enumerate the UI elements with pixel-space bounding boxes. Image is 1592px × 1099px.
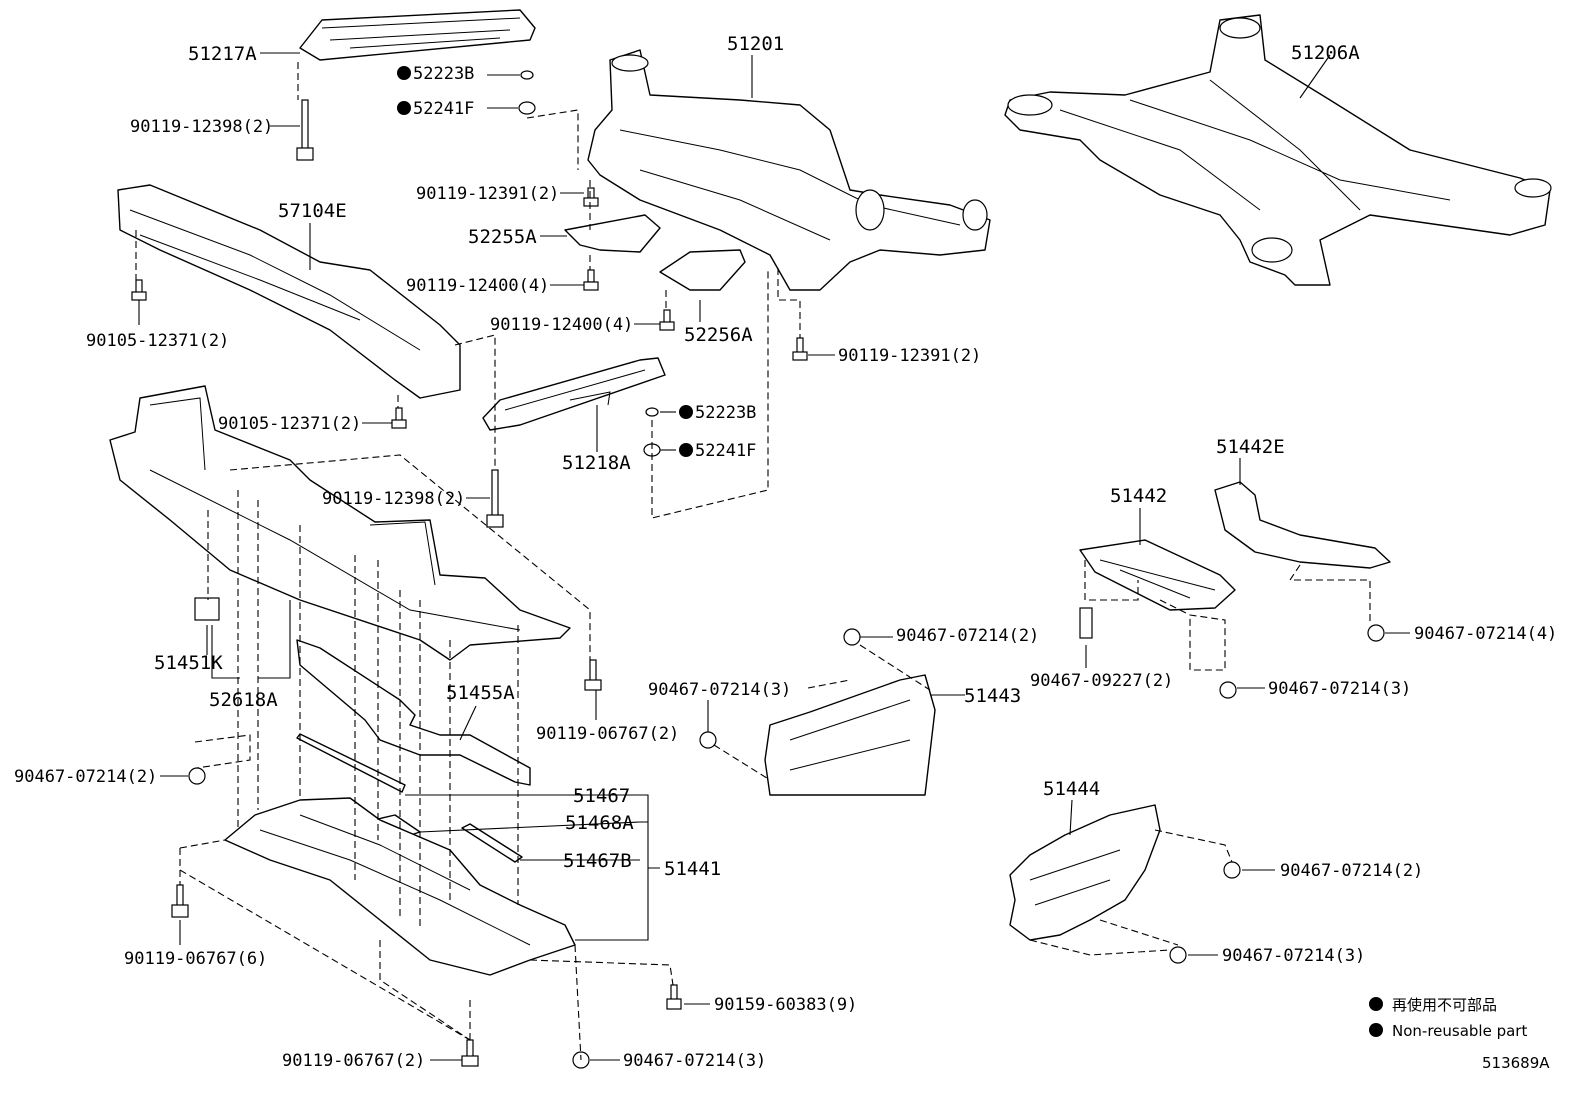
label-90467-07214-3b: 90467-07214(3) — [1268, 679, 1411, 699]
label-52241F-top: 52241F — [413, 99, 474, 119]
label-90119-06767-2b: 90119-06767(2) — [282, 1051, 425, 1071]
label-51444: 51444 — [1043, 778, 1100, 800]
label-51442: 51442 — [1110, 485, 1167, 507]
part-51444-cover — [1009, 804, 1161, 941]
part-51441-lower-cover — [224, 797, 576, 976]
non-reusable-dot — [679, 443, 693, 457]
label-51451K: 51451K — [154, 652, 223, 674]
label-51206A: 51206A — [1291, 42, 1360, 64]
label-90119-12398-mid: 90119-12398(2) — [322, 489, 465, 509]
part-51467B-bar — [461, 823, 523, 863]
non-reusable-dot — [679, 405, 693, 419]
non-reusable-dot — [397, 101, 411, 115]
label-52241F-mid: 52241F — [695, 441, 756, 461]
part-57104E-rail — [117, 184, 461, 399]
legend-dot — [1369, 1023, 1383, 1037]
legend-jp: 再使用不可部品 — [1392, 996, 1497, 1014]
label-51467B: 51467B — [563, 850, 632, 872]
label-90105-12371-b: 90105-12371(2) — [218, 414, 361, 434]
label-90119-12400-a: 90119-12400(4) — [406, 276, 549, 296]
dashed-assembly-lines — [135, 62, 1371, 1061]
part-51467-bar — [296, 733, 406, 793]
figure-code: 513689A — [1482, 1054, 1550, 1072]
label-51442E: 51442E — [1216, 436, 1285, 458]
label-90119-12391-b: 90119-12391(2) — [838, 346, 981, 366]
legend: 再使用不可部品 Non-reusable part — [1369, 996, 1527, 1040]
part-51455A-strut — [296, 639, 531, 786]
legend-dot — [1369, 997, 1383, 1011]
label-52618A: 52618A — [209, 689, 278, 711]
part-52256A-bracket — [659, 249, 746, 291]
label-90467-07214-3d: 90467-07214(3) — [623, 1051, 766, 1071]
label-90467-07214-3a: 90467-07214(3) — [648, 680, 791, 700]
label-51468A: 51468A — [565, 812, 634, 834]
part-51217A-bracket — [299, 9, 536, 61]
part-51442-plate — [1079, 539, 1236, 611]
label-52256A: 52256A — [684, 324, 753, 346]
label-51441: 51441 — [664, 858, 721, 880]
label-51218A: 51218A — [562, 452, 631, 474]
non-reusable-dot — [397, 66, 411, 80]
label-52223B-mid: 52223B — [695, 403, 756, 423]
label-52255A: 52255A — [468, 226, 537, 248]
label-51455A: 51455A — [446, 682, 515, 704]
part-51201-crossmember — [587, 49, 991, 291]
label-90159-60383: 90159-60383(9) — [714, 995, 857, 1015]
label-51201: 51201 — [727, 33, 784, 55]
label-90467-07214-3c: 90467-07214(3) — [1222, 946, 1365, 966]
part-52255A-bracket — [564, 214, 661, 253]
part-51443-side-cover — [764, 674, 936, 796]
label-90119-12391-a: 90119-12391(2) — [416, 184, 559, 204]
label-90105-12371-a: 90105-12371(2) — [86, 331, 229, 351]
part-under-cover-front — [109, 385, 571, 661]
label-90467-07214-2b: 90467-07214(2) — [14, 767, 157, 787]
label-90467-07214-2a: 90467-07214(2) — [896, 626, 1039, 646]
label-51467: 51467 — [573, 785, 630, 807]
part-51442E-cover — [1214, 481, 1391, 569]
label-90119-06767-6: 90119-06767(6) — [124, 949, 267, 969]
label-90467-07214-2c: 90467-07214(2) — [1280, 861, 1423, 881]
label-90467-07214-4: 90467-07214(4) — [1414, 624, 1557, 644]
label-57104E: 57104E — [278, 200, 347, 222]
legend-en: Non-reusable part — [1392, 1022, 1527, 1040]
callout-labels: 51217A 52223B 52241F 90119-12398(2) 5120… — [14, 33, 1557, 1071]
label-51217A: 51217A — [188, 43, 257, 65]
part-51206A-subframe — [1004, 14, 1552, 286]
label-52223B-top: 52223B — [413, 64, 474, 84]
label-90119-12400-b: 90119-12400(4) — [490, 315, 633, 335]
label-90119-06767-2a: 90119-06767(2) — [536, 724, 679, 744]
label-90467-09227: 90467-09227(2) — [1030, 671, 1173, 691]
part-51218A-bracket — [482, 357, 666, 431]
label-90119-12398-top: 90119-12398(2) — [130, 117, 273, 137]
label-51443: 51443 — [964, 685, 1021, 707]
leader-lines — [138, 52, 1410, 1061]
